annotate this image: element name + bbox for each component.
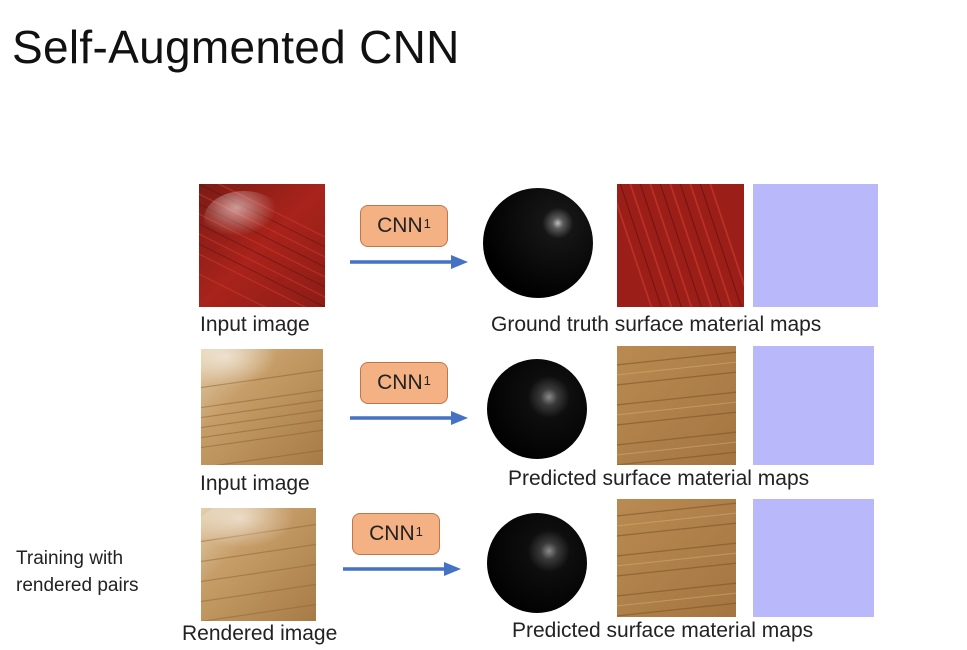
input-image-red-wood (199, 184, 325, 307)
training-note-line-1: Training with (16, 548, 124, 569)
albedo-map-light-wood (617, 346, 736, 465)
training-note: Training with rendered pairs (16, 545, 139, 599)
albedo-map-light-wood (617, 499, 736, 617)
rendered-sphere (487, 513, 587, 613)
rendered-caption: Rendered image (182, 622, 338, 645)
cnn-superscript: 1 (423, 372, 431, 388)
arrow-right-icon (350, 255, 468, 269)
maps-caption: Predicted surface material maps (508, 467, 810, 490)
rendered-sphere (483, 188, 593, 298)
rendered-sphere (487, 359, 587, 459)
maps-caption: Ground truth surface material maps (491, 313, 822, 336)
input-image-light-wood (201, 349, 323, 465)
cnn-superscript: 1 (415, 523, 423, 539)
input-caption: Input image (200, 472, 310, 495)
albedo-map-red-wood (617, 184, 744, 307)
arrow-right-icon (350, 411, 468, 425)
rendered-image-light-wood (201, 508, 316, 621)
cnn-label: CNN (369, 522, 415, 545)
input-caption: Input image (200, 313, 310, 336)
normal-map (753, 346, 874, 465)
cnn-label: CNN (377, 371, 423, 394)
cnn-label: CNN (377, 214, 423, 237)
training-note-line-2: rendered pairs (16, 575, 139, 596)
normal-map (753, 184, 878, 307)
maps-caption: Predicted surface material maps (512, 619, 814, 642)
cnn-superscript: 1 (423, 215, 431, 231)
normal-map (753, 499, 874, 617)
arrow-right-icon (343, 562, 461, 576)
slide-title: Self-Augmented CNN (12, 21, 460, 73)
